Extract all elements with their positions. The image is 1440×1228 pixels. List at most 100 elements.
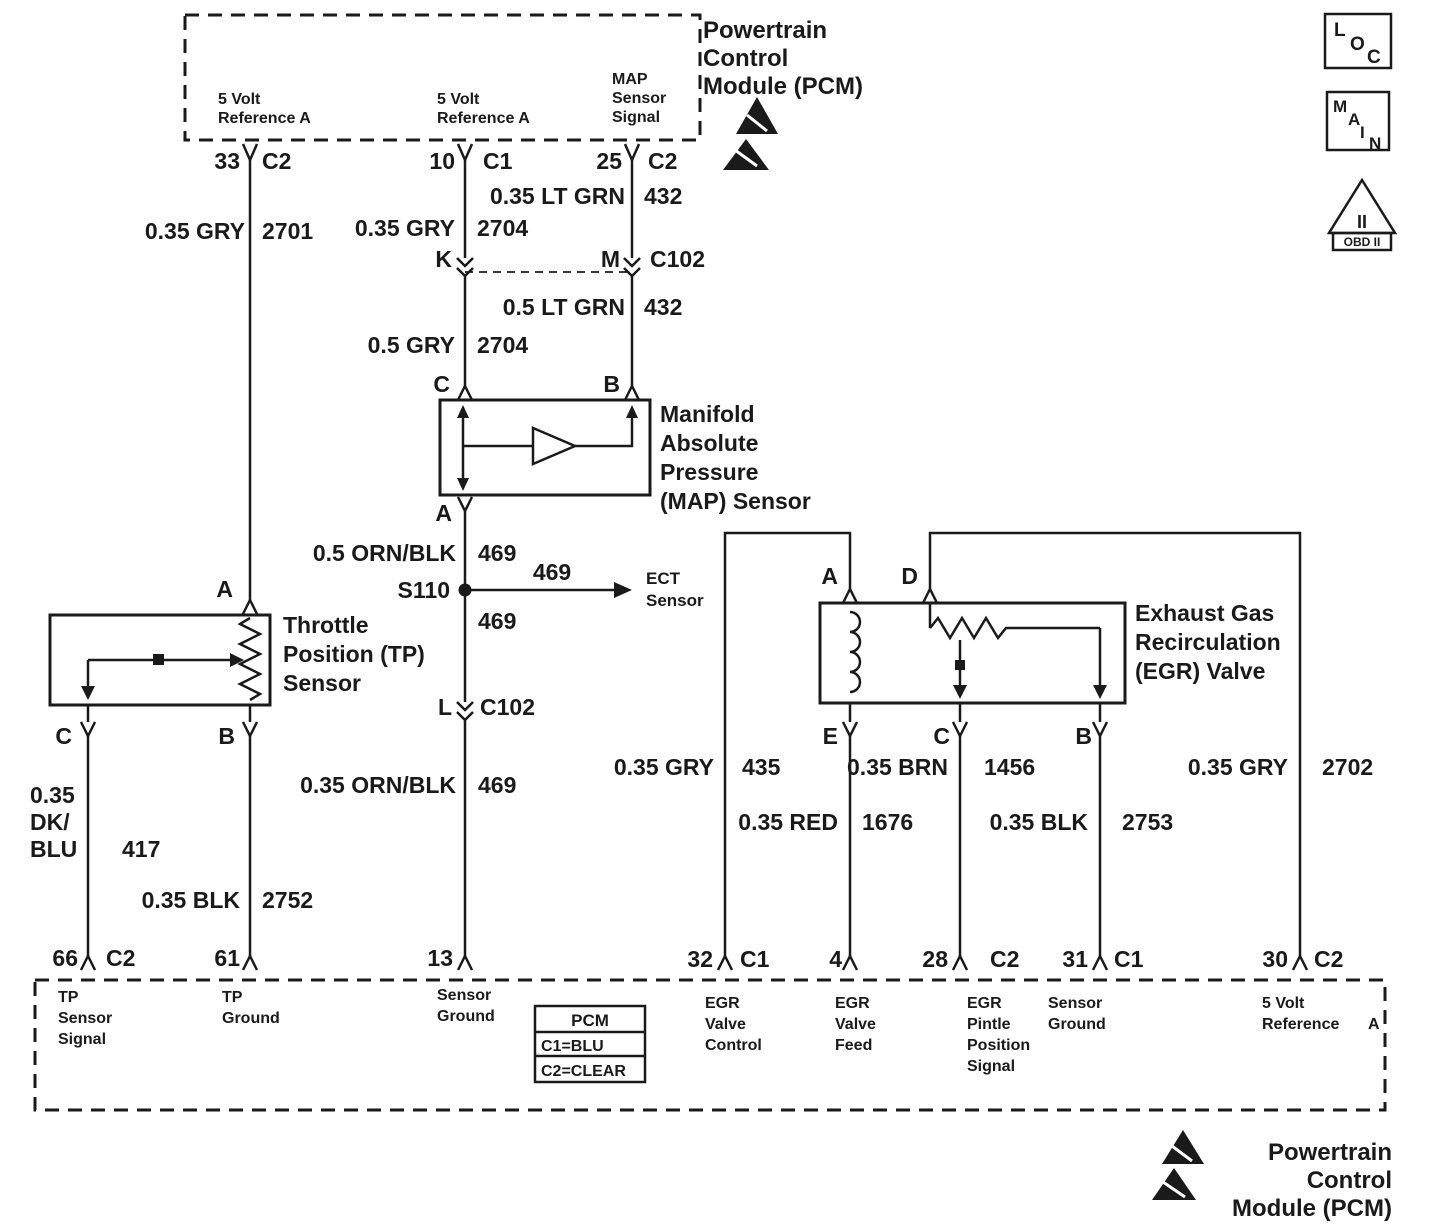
circuit-number: 2752 xyxy=(262,887,313,913)
pin-32-number: 32 xyxy=(687,946,713,972)
map-sensor-box xyxy=(438,398,652,497)
circuit-number: 469 xyxy=(478,772,516,798)
splice-dot xyxy=(458,583,472,597)
pcm-legend-row: C2=CLEAR xyxy=(541,1063,626,1080)
map-internal-arrow-down xyxy=(457,478,469,491)
pcm-legend-box xyxy=(533,1004,647,1084)
top-pcm-ref-left-label: 5 Volt xyxy=(218,91,261,108)
c102-label: C102 xyxy=(650,246,705,272)
pin-10-number: 10 xyxy=(429,148,455,174)
pin-61-function: Ground xyxy=(222,1010,280,1027)
pin-61-number: 61 xyxy=(214,945,240,971)
circuit-number: 417 xyxy=(122,836,160,862)
top-pcm-title-line: Module (PCM) xyxy=(703,73,863,100)
circuit-number: 2704 xyxy=(477,215,528,241)
map-pin-a-fork xyxy=(456,496,474,514)
pin-66-connector: C2 xyxy=(106,945,135,971)
wire-spec: 0.35 RED xyxy=(738,809,838,835)
wire-spec: 0.5 ORN/BLK xyxy=(313,540,457,566)
circuit-number: 2701 xyxy=(262,218,313,244)
pin-4-function: Valve xyxy=(835,1016,876,1033)
pin-32-function: Valve xyxy=(705,1016,746,1033)
top-pcm-title-line: Control xyxy=(703,45,788,72)
pin-25-connector: C2 xyxy=(648,148,677,174)
pin-33-connector: C2 xyxy=(262,148,291,174)
pin-10-connector: C1 xyxy=(483,148,513,174)
c102-pin-k: K xyxy=(435,246,452,272)
loc-symbol-box xyxy=(1323,12,1393,70)
wire-spec: 0.35 xyxy=(30,782,75,808)
egr-pin-d-label: D xyxy=(901,563,918,589)
egr-pin-b-fork xyxy=(1091,721,1109,739)
pin-31-fork xyxy=(1091,953,1109,971)
main-letter: N xyxy=(1369,134,1381,153)
wiring xyxy=(86,160,1302,956)
egr-pin-e-fork xyxy=(841,721,859,739)
top-pcm-ref-mid-label: Reference A xyxy=(437,110,530,127)
egr-valve-name: (EGR) Valve xyxy=(1135,658,1265,684)
egr-pin-a-fork xyxy=(841,586,859,604)
pin-32-function: Control xyxy=(705,1037,762,1054)
egr-resistor-symbol xyxy=(929,615,1100,641)
wire-spec: 0.35 BRN xyxy=(847,754,948,780)
pin-25-number: 25 xyxy=(596,148,622,174)
circuit-number: 2702 xyxy=(1322,754,1373,780)
circuit-number: 432 xyxy=(644,183,682,209)
wire-egr-valve-control xyxy=(723,531,852,956)
corner-symbols: L O C M A I N II OBD II xyxy=(1323,12,1398,252)
tp-pin-b-label: B xyxy=(218,723,235,749)
tp-sensor-name: Sensor xyxy=(283,670,361,696)
loc-letter: C xyxy=(1367,47,1381,68)
tp-junction-dot xyxy=(153,654,164,665)
main-symbol-box xyxy=(1325,90,1391,152)
map-pin-c-fork xyxy=(456,383,474,401)
wire-spec: 0.35 GRY xyxy=(145,218,245,244)
tp-sensor-name: Throttle xyxy=(283,612,369,638)
wire-spec: 0.35 BLK xyxy=(142,887,241,913)
egr-junction-dot xyxy=(955,660,965,670)
pcm-legend-row: C1=BLU xyxy=(541,1038,604,1055)
esd-warning-icon xyxy=(736,97,778,134)
tp-internal-arrow-down xyxy=(81,686,95,700)
pin-30-function: Reference xyxy=(1262,1016,1339,1033)
egr-internal-arrow-down xyxy=(1093,685,1107,699)
connector-break-symbol xyxy=(456,267,474,278)
circuit-number: 1676 xyxy=(862,809,913,835)
top-pcm-map-signal-label: Sensor xyxy=(612,90,666,107)
bottom-pcm-title-line: Module (PCM) xyxy=(1232,1195,1392,1222)
wire-spec: BLU xyxy=(30,836,77,862)
bottom-pcm-title-line: Powertrain xyxy=(1268,1139,1392,1166)
tp-pin-a-fork xyxy=(241,597,259,615)
pin-32-fork xyxy=(716,953,734,971)
obd2-label-box xyxy=(1331,231,1393,252)
pin-31-connector: C1 xyxy=(1114,946,1144,972)
tp-pin-a-label: A xyxy=(216,576,233,602)
tp-pin-b-fork xyxy=(241,721,259,739)
main-letter: M xyxy=(1333,97,1347,116)
connector-break-symbol xyxy=(623,267,641,278)
circuit-number: 1456 xyxy=(984,754,1035,780)
ect-sensor-label: ECT xyxy=(646,569,681,588)
pin-30-number: 30 xyxy=(1262,946,1288,972)
map-sensor-name: Absolute xyxy=(660,430,758,456)
top-pcm-title: Powertrain Control Module (PCM) xyxy=(703,17,863,170)
bottom-pcm-title-line: Control xyxy=(1307,1167,1392,1194)
pin-66-function: Sensor xyxy=(58,1010,112,1027)
map-pin-c-label: C xyxy=(433,371,450,397)
wire-labels: 0.35 GRY 2701 0.35 GRY 2704 0.35 LT GRN … xyxy=(30,183,1373,913)
tp-sensor-box xyxy=(48,613,272,707)
circuit-number: 432 xyxy=(644,294,682,320)
bottom-pcm-module: 66 C2 61 13 32 C1 4 28 C2 31 C1 30 C2 TP… xyxy=(33,945,1387,1112)
wire-spec: 0.5 LT GRN xyxy=(503,294,625,320)
egr-pin-d-fork xyxy=(921,586,939,604)
top-pcm-ref-left-label: Reference A xyxy=(218,110,311,127)
map-pin-b-label: B xyxy=(603,371,620,397)
pin-28-function: Signal xyxy=(967,1058,1015,1075)
egr-pin-e-label: E xyxy=(823,723,838,749)
map-sensor: C B Manifold Absolute Pressure (MAP) Sen… xyxy=(433,371,810,526)
esd-warning-icon-detail xyxy=(1162,1180,1186,1199)
tp-pin-c-label: C xyxy=(55,723,72,749)
top-pcm-title-line: Powertrain xyxy=(703,17,827,44)
